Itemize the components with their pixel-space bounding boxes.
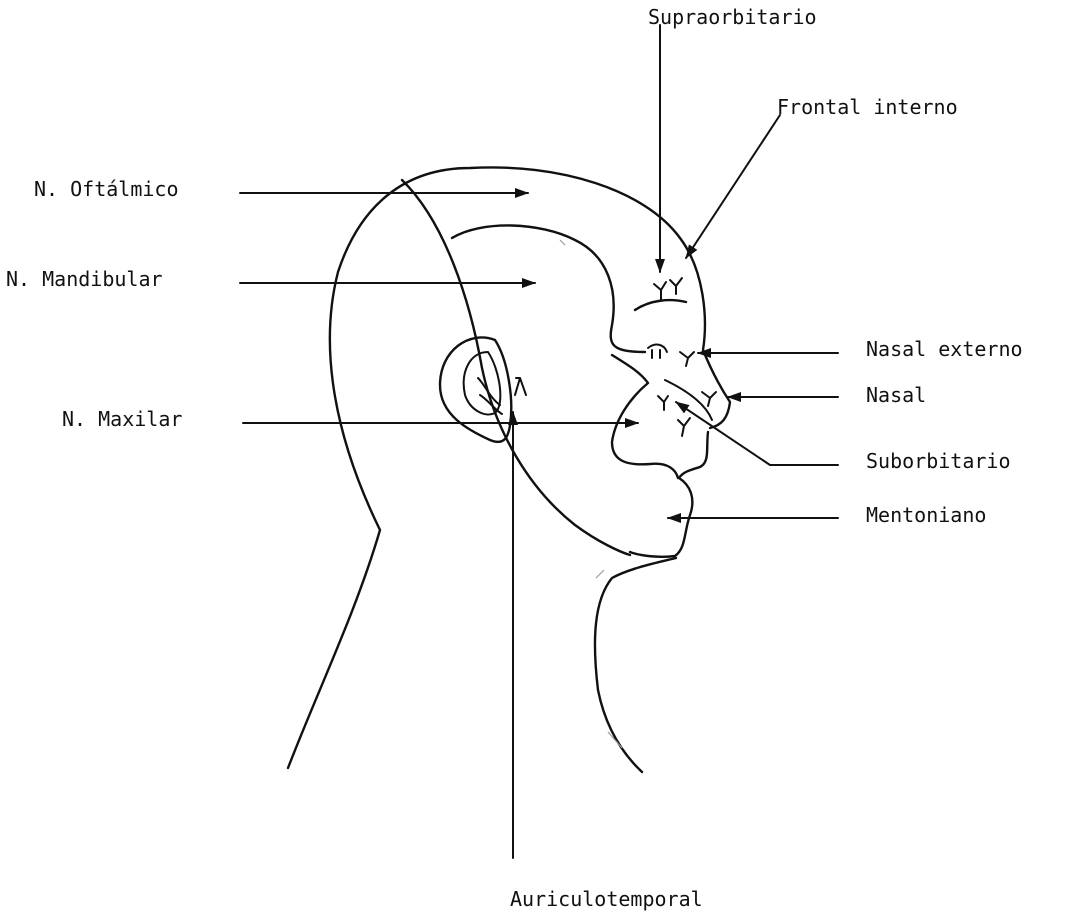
nose-line — [665, 380, 712, 420]
label-maxilar: N. Maxilar — [62, 407, 182, 431]
label-nasal: Nasal — [866, 383, 926, 407]
pointer-arrows — [240, 25, 838, 858]
label-oftalmico: N. Oftálmico — [34, 177, 179, 201]
neck-front-line — [595, 558, 676, 772]
head-profile-line — [288, 167, 730, 768]
label-auriculotemporal: Auriculotemporal — [510, 887, 703, 911]
label-mentoniano: Mentoniano — [866, 503, 986, 527]
mandibular-boundary-line — [612, 355, 678, 478]
label-supraorbitario: Supraorbitario — [648, 5, 817, 29]
suborbital-mark-2 — [678, 418, 690, 436]
arrow-frontal-interno — [686, 115, 780, 258]
label-suborbitario: Suborbitario — [866, 449, 1011, 473]
maxillary-boundary-line — [452, 225, 645, 352]
labels: Supraorbitario Frontal interno N. Oftálm… — [6, 5, 1023, 911]
supraorbital-mark-1 — [654, 282, 666, 300]
arrow-suborbitario — [676, 402, 838, 465]
ophthalmic-boundary-line — [402, 180, 630, 555]
supraorbital-mark-2 — [670, 278, 682, 294]
head-outline — [288, 167, 730, 772]
auriculotemporal-mark — [515, 378, 526, 395]
label-frontal-interno: Frontal interno — [777, 95, 958, 119]
eye — [648, 345, 667, 358]
suborbital-mark-1 — [658, 396, 668, 410]
label-nasal-externo: Nasal externo — [866, 337, 1023, 361]
nasal-external-mark — [680, 352, 694, 366]
eyebrow — [635, 300, 686, 310]
lower-face-line — [630, 432, 708, 557]
nasal-mark — [702, 392, 716, 406]
label-mandibular: N. Mandibular — [6, 267, 163, 291]
